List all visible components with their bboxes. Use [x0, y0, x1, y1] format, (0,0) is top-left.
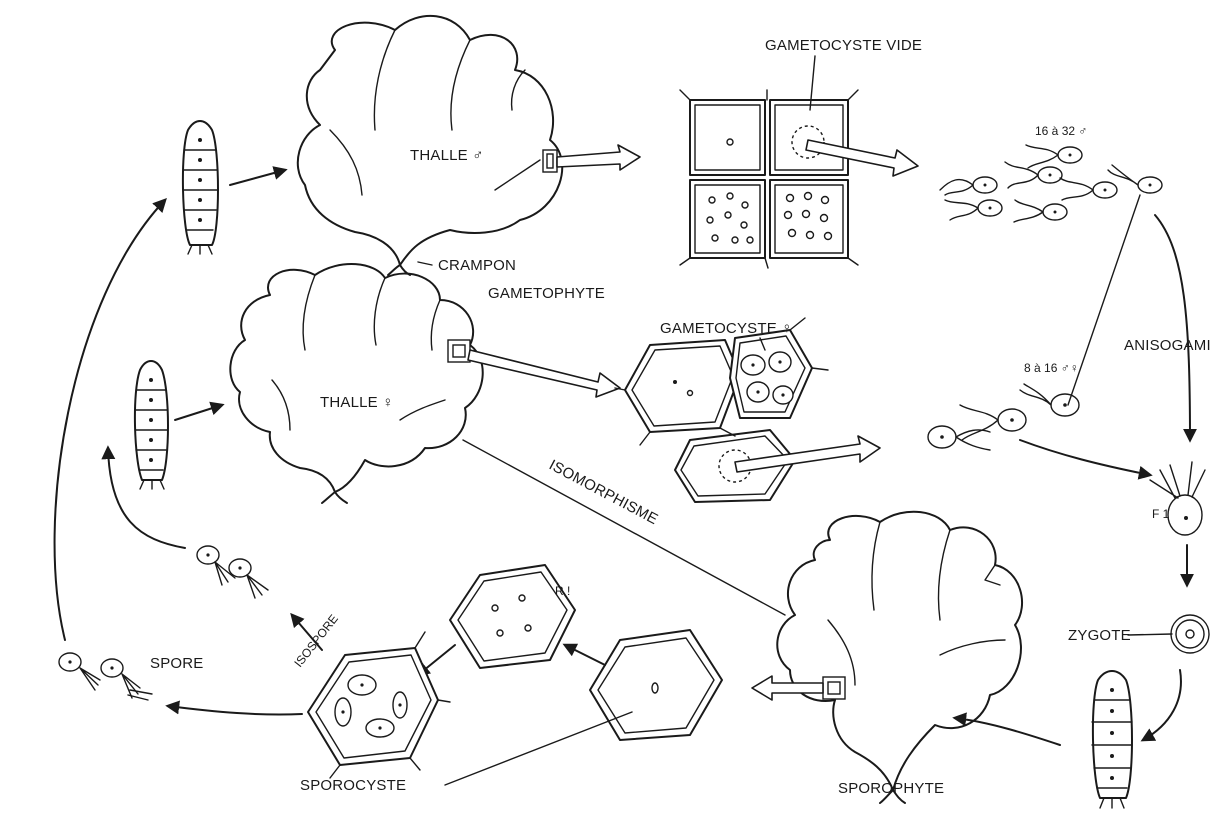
female-gametocyst-cells: [615, 318, 828, 502]
female-thallus: [230, 264, 482, 503]
isospores-group: [197, 546, 268, 598]
label-anisogamie: ANISOGAMIE: [1124, 337, 1211, 354]
fertilization-cell: [1150, 462, 1205, 535]
arrow-sporocyst-to-spores: [168, 706, 302, 715]
arrow-zygote-to-germling: [1143, 670, 1181, 740]
male-thallus: [298, 16, 562, 275]
male-germling: [183, 121, 218, 254]
label-crampon: CRAMPON: [438, 257, 516, 274]
hollow-arrow-female: [468, 350, 620, 397]
female-germling: [135, 361, 168, 489]
hollow-arrow-male: [557, 145, 640, 170]
spores-group: [59, 653, 152, 700]
label-f1: F 1: [1152, 507, 1170, 521]
sporocyst-hexagon-1: [590, 630, 722, 740]
arrow-isospores-to-female-germling: [108, 448, 185, 548]
male-gametocyst-cells: [680, 90, 858, 268]
arrow-male-to-fusion: [1155, 215, 1190, 440]
label-gametophyte: GAMETOPHYTE: [488, 285, 605, 302]
label-sporophyte: SPOROPHYTE: [838, 780, 944, 797]
label-gametocyste-vide: GAMETOCYSTE VIDE: [765, 37, 922, 54]
sporophyte-thallus: [777, 512, 1022, 803]
sporocyst-hexagon-3: [308, 632, 450, 778]
label-gametocyste-female: GAMETOCYSTE ♀: [660, 320, 793, 337]
label-thalle-male: THALLE ♂: [410, 147, 484, 164]
arrow-spores-to-male-germling: [55, 200, 165, 640]
label-isomorphisme: ISOMORPHISME: [546, 457, 661, 529]
hollow-arrow-sporophyte: [752, 676, 823, 700]
label-sporocyste: SPOROCYSTE: [300, 777, 406, 794]
arrow-male-germling-to-thallus: [230, 170, 285, 185]
arrow-female-to-fusion: [1020, 440, 1150, 475]
label-thalle-female: THALLE ♀: [320, 394, 394, 411]
label-count-male: 16 à 32 ♂: [1035, 124, 1087, 138]
male-gametes: [940, 145, 1162, 222]
label-count-female: 8 à 16 ♂♀: [1024, 361, 1079, 375]
sporophyte-germling: [1092, 671, 1132, 808]
zygote: [1171, 615, 1209, 653]
label-isospore: ISOSPORE: [291, 612, 341, 670]
arrow-female-germling-to-thallus: [175, 405, 222, 420]
label-spore: SPORE: [150, 655, 204, 672]
arrow-sporocyst1-to-sporocyst2: [565, 645, 605, 665]
label-zygote: ZYGOTE: [1068, 627, 1131, 644]
label-r1: R !: [555, 584, 570, 598]
sporocyst-hexagon-2: [450, 565, 575, 668]
female-gametes: [928, 384, 1079, 450]
